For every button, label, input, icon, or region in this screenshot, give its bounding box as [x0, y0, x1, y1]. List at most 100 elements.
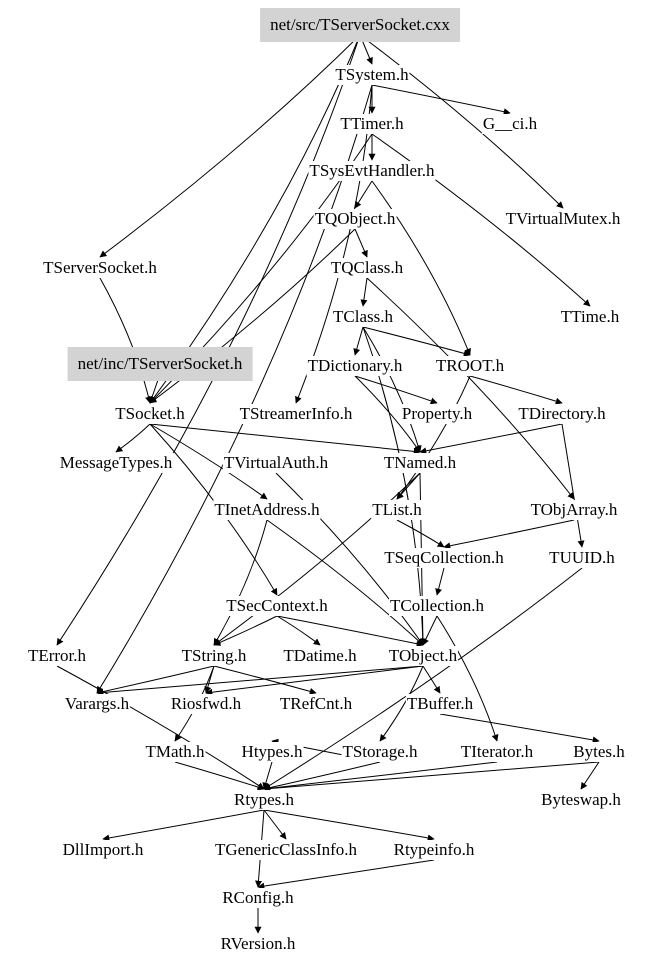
edge-tinet-address-to-tstring [213, 519, 268, 646]
edge-titerator-to-rtypes [263, 761, 498, 792]
node-gci[interactable]: G__ci.h [481, 114, 539, 134]
node-tvirtual-mutex[interactable]: TVirtualMutex.h [504, 209, 622, 229]
node-tdirectory[interactable]: TDirectory.h [517, 404, 607, 424]
node-tqclass[interactable]: TQClass.h [329, 258, 405, 278]
node-ttime[interactable]: TTime.h [559, 307, 621, 327]
edge-tserver-socket-h-to-tsocket [99, 277, 152, 404]
node-byteswap[interactable]: Byteswap.h [540, 790, 622, 810]
node-tseq-collection[interactable]: TSeqCollection.h [383, 548, 505, 568]
edge-tdirectory-to-tnamed [419, 423, 563, 455]
node-tqobject[interactable]: TQObject.h [313, 209, 397, 229]
node-ttimer[interactable]: TTimer.h [339, 114, 405, 134]
node-tstorage[interactable]: TStorage.h [341, 742, 419, 762]
edge-tobject-to-tstorage [379, 665, 424, 742]
edge-tdictionary-to-tnamed [354, 375, 421, 453]
node-message-types[interactable]: MessageTypes.h [58, 453, 174, 473]
node-tvirtual-auth[interactable]: TVirtualAuth.h [222, 453, 330, 473]
node-tsystem[interactable]: TSystem.h [334, 65, 410, 85]
node-tdictionary[interactable]: TDictionary.h [306, 356, 404, 376]
edge-tstring-to-tref-cnt [213, 665, 317, 695]
node-tclass[interactable]: TClass.h [332, 307, 394, 327]
node-varargs[interactable]: Varargs.h [63, 694, 131, 714]
node-dll-import[interactable]: DllImport.h [61, 840, 145, 860]
node-rconfig[interactable]: RConfig.h [221, 888, 295, 908]
edge-tsec-context-to-tdatime [276, 615, 321, 646]
edge-tqclass-to-tobj-array [366, 277, 575, 500]
node-tref-cnt[interactable]: TRefCnt.h [278, 694, 354, 714]
edge-rtypes-to-rtypeinfo [263, 809, 435, 842]
edge-tqclass-to-tclass [360, 277, 368, 307]
edge-tsocket-to-message-types [115, 423, 151, 453]
edge-tclass-to-tdictionary [353, 326, 364, 356]
edge-tstring-to-varargs [96, 665, 215, 696]
edge-tobject-to-tbuffer [422, 665, 441, 694]
edge-tlist-to-tseq-collection [396, 519, 445, 548]
node-tmath[interactable]: TMath.h [144, 742, 206, 762]
node-rtypes[interactable]: Rtypes.h [233, 790, 295, 810]
node-tsys-evt-handler[interactable]: TSysEvtHandler.h [308, 161, 436, 181]
node-rtypeinfo[interactable]: Rtypeinfo.h [392, 840, 476, 860]
edge-tinet-address-to-tobject [266, 519, 424, 646]
node-tobj-array[interactable]: TObjArray.h [529, 500, 619, 520]
edge-tclass-to-troot [362, 326, 471, 357]
edge-bytes-to-rtypes [263, 761, 600, 792]
node-terror[interactable]: TError.h [26, 646, 88, 666]
edge-tdirectory-to-tuuid [561, 423, 585, 548]
edge-cxx-to-tserver-socket-h [99, 34, 361, 258]
node-tsocket[interactable]: TSocket.h [114, 404, 186, 424]
node-tgeneric-class-info[interactable]: TGenericClassInfo.h [213, 840, 359, 860]
node-tcollection[interactable]: TCollection.h [389, 596, 485, 616]
edge-tcollection-to-titerator [436, 615, 499, 742]
edge-tsocket-to-tinet-address [149, 423, 268, 500]
edge-tsystem-to-gci [371, 84, 511, 116]
edge-tsys-evt-handler-to-tqobject [354, 180, 373, 209]
edge-troot-to-tdirectory [469, 375, 563, 405]
node-tdatime[interactable]: TDatime.h [282, 646, 358, 666]
node-tserver-socket-h[interactable]: TServerSocket.h [42, 258, 158, 278]
edge-tsocket-to-tnamed [149, 423, 421, 455]
edge-bytes-to-byteswap [580, 761, 600, 790]
edge-tseq-collection-to-tcollection [435, 567, 445, 596]
node-property[interactable]: Property.h [400, 404, 474, 424]
node-bytes[interactable]: Bytes.h [572, 742, 626, 762]
node-tobject[interactable]: TObject.h [387, 646, 459, 666]
edge-troot-to-tlist [396, 375, 471, 500]
edge-terror-to-rtypes [56, 665, 265, 790]
node-tinet-address[interactable]: TInetAddress.h [213, 500, 321, 520]
node-tstring[interactable]: TString.h [180, 646, 248, 666]
node-htypes[interactable]: Htypes.h [240, 742, 304, 762]
node-riosfwd[interactable]: Riosfwd.h [169, 694, 243, 714]
edge-tuuid-to-rtypes [263, 567, 583, 790]
edge-rtypes-to-tgeneric-class-info [263, 809, 287, 840]
edge-tqobject-to-tqclass [354, 228, 368, 258]
edge-tsys-evt-handler-to-troot [371, 180, 471, 356]
node-tsec-context[interactable]: TSecContext.h [225, 596, 329, 616]
node-rversion[interactable]: RVersion.h [219, 934, 297, 954]
edge-rtypes-to-dll-import [102, 809, 265, 842]
edge-tstorage-to-rtypes [263, 761, 381, 792]
edge-cxx-to-terror [56, 34, 361, 646]
node-tstreamer-info[interactable]: TStreamerInfo.h [238, 404, 354, 424]
edge-tvirtual-auth-to-tobject [275, 472, 424, 646]
node-tnamed[interactable]: TNamed.h [382, 453, 458, 473]
edge-tnamed-to-tstring [213, 472, 421, 646]
node-netinc[interactable]: net/inc/TServerSocket.h [67, 347, 253, 381]
node-tbuffer[interactable]: TBuffer.h [405, 694, 475, 714]
edge-cxx-to-tvirtual-mutex [359, 34, 564, 209]
node-tlist[interactable]: TList.h [371, 500, 423, 520]
edge-tdictionary-to-property [354, 375, 438, 405]
edge-tsec-context-to-tobject [276, 615, 424, 648]
node-troot[interactable]: TROOT.h [434, 356, 506, 376]
node-cxx[interactable]: net/src/TServerSocket.cxx [260, 8, 460, 42]
edge-rtypeinfo-to-rconfig [257, 859, 435, 890]
node-tuuid[interactable]: TUUID.h [548, 548, 616, 568]
node-titerator[interactable]: TIterator.h [459, 742, 535, 762]
edge-tsec-context-to-tstring [213, 615, 278, 646]
edge-ttimer-to-ttime [371, 133, 591, 307]
edge-tobject-to-riosfwd [205, 665, 424, 696]
edge-tclass-to-tnamed [362, 326, 422, 453]
edge-tobject-to-varargs [96, 665, 424, 696]
edge-tobj-array-to-tseq-collection [443, 519, 575, 550]
